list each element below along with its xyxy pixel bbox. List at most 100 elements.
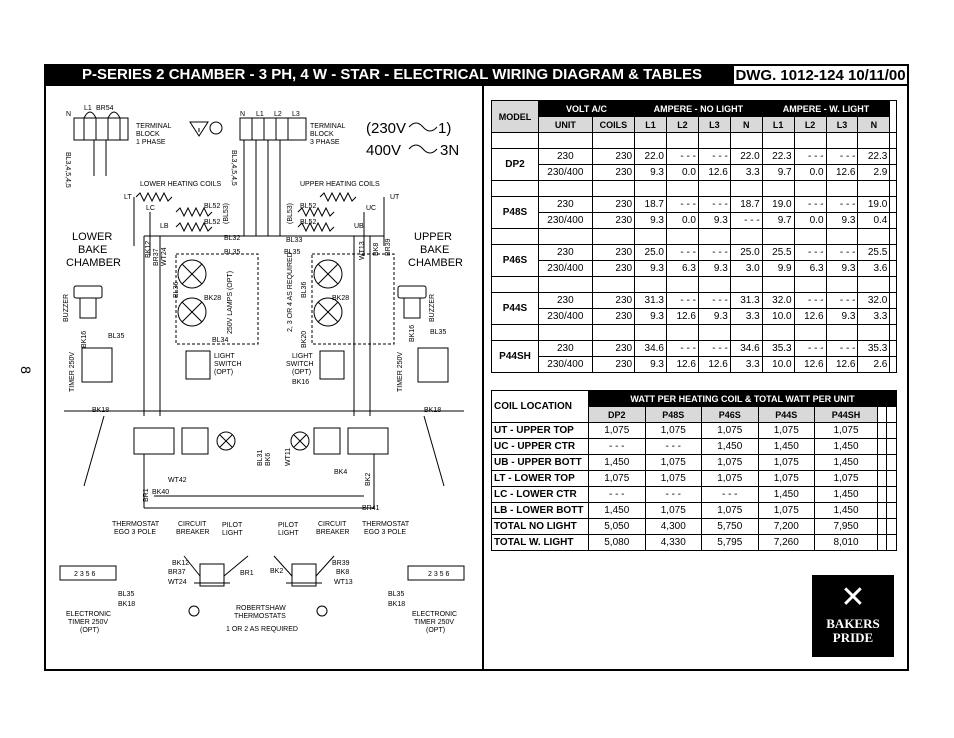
upper-buzzer xyxy=(397,285,427,299)
coil-location-label: UT - UPPER TOP xyxy=(491,422,589,439)
lower-pilot-light xyxy=(216,431,236,451)
wire-bl33: BL33 xyxy=(286,237,302,244)
wire-wt24: WT24 xyxy=(161,247,168,266)
coil-lc: LC xyxy=(146,205,155,212)
ampere-cell: 31.3 xyxy=(634,292,667,309)
watt-cell: 8,010 xyxy=(813,534,879,551)
coil-uc: UC xyxy=(366,205,376,212)
spacer-cell xyxy=(591,276,636,293)
watt-cell: - - - xyxy=(588,486,646,503)
watt-cell: 5,750 xyxy=(701,518,759,535)
spacer-cell xyxy=(491,324,539,341)
upper-bake-2: BAKE xyxy=(420,244,449,256)
ampere-cell: 230 xyxy=(591,356,636,373)
wire-bl52-a: BL52 xyxy=(204,203,220,210)
spacer-cell xyxy=(729,132,763,149)
coil-ub: UB xyxy=(354,223,364,230)
upper-timer xyxy=(417,347,449,383)
ampere-cell: 12.6 xyxy=(697,164,731,181)
pilot-r-2: LIGHT xyxy=(278,530,299,537)
ampere-cell: 31.3 xyxy=(729,292,763,309)
lower-buzzer xyxy=(73,285,103,299)
ampere-cell: - - - xyxy=(666,340,699,357)
ampere-cell: 230/400 xyxy=(538,356,593,373)
voltage-230: (230V xyxy=(366,120,406,137)
drawing-title: P-SERIES 2 CHAMBER - 3 PH, 4 W - STAR - … xyxy=(44,64,732,86)
label-l2-right: L2 xyxy=(274,111,282,118)
label-n-right: N xyxy=(240,111,245,118)
subheader-7: L2 xyxy=(793,116,827,133)
ampere-cell: 9.3 xyxy=(697,308,731,325)
spacer-cell xyxy=(697,276,731,293)
ampere-cell: 230 xyxy=(591,260,636,277)
spacer-cell xyxy=(889,132,897,149)
spacer-cell xyxy=(729,228,763,245)
etimer-r-1: ELECTRONIC xyxy=(412,611,457,618)
wire-bl35-c: BL35 xyxy=(108,333,124,340)
spacer-cell xyxy=(666,324,699,341)
spare-cell xyxy=(877,534,888,551)
spacer-cell xyxy=(889,276,897,293)
ampere-cell: 2.6 xyxy=(857,356,891,373)
timer-pins-l: 2 3 5 6 xyxy=(74,571,96,578)
ampere-cell: 6.3 xyxy=(793,260,827,277)
header-volt: VOLT A/C xyxy=(537,100,636,117)
ampere-cell: 3.6 xyxy=(857,260,891,277)
ampere-cell: - - - xyxy=(793,148,827,165)
terminal-block-3-phase xyxy=(239,117,307,141)
ampere-cell: 12.6 xyxy=(825,164,859,181)
pilot-l-2: LIGHT xyxy=(222,530,243,537)
lower-bottom-coil xyxy=(175,221,213,233)
ls-r-2: SWITCH xyxy=(286,361,314,368)
watt-cell: 1,450 xyxy=(813,438,879,455)
ampere-cell: 12.6 xyxy=(666,356,699,373)
watt-cell: 1,450 xyxy=(757,486,815,503)
subheader-3: L2 xyxy=(666,116,699,133)
tb1-line2: BLOCK xyxy=(136,131,160,138)
robertshaw-thermostat-right xyxy=(291,563,317,587)
watt-cell: - - - xyxy=(701,486,759,503)
ampere-cell: 230/400 xyxy=(538,308,593,325)
upper-lamp-2 xyxy=(313,297,343,327)
lower-light-switch xyxy=(185,350,211,380)
header-w-light: AMPERE - W. LIGHT xyxy=(761,100,891,117)
wire-bk40: BK40 xyxy=(152,489,169,496)
ampere-cell: - - - xyxy=(697,244,731,261)
ampere-cell: 230/400 xyxy=(538,260,593,277)
ls-r-3: (OPT) xyxy=(292,369,311,376)
spacer-cell xyxy=(889,180,897,197)
tb3-line1: TERMINAL xyxy=(310,123,346,130)
wire-bk18-c: BK18 xyxy=(118,601,135,608)
wire-bk4: BK4 xyxy=(334,469,347,476)
spare-cell xyxy=(877,406,888,423)
wire-bl35-a: BL35 xyxy=(224,249,240,256)
spacer-cell xyxy=(857,276,891,293)
ampere-cell: 3.3 xyxy=(729,308,763,325)
wire-wt13-b: WT13 xyxy=(334,579,353,586)
watt-cell: 1,075 xyxy=(757,454,815,471)
spacer-cell xyxy=(761,228,795,245)
ampere-spacer-row xyxy=(491,228,897,245)
spare-cell xyxy=(889,196,897,213)
ampere-cell: 230 xyxy=(538,292,593,309)
ls-l-2: SWITCH xyxy=(214,361,242,368)
ampere-cell: - - - xyxy=(825,148,859,165)
coil-location-label: UB - UPPER BOTT xyxy=(491,454,589,471)
watt-cell: 1,075 xyxy=(644,454,702,471)
spacer-cell xyxy=(634,324,667,341)
spacer-cell xyxy=(591,132,636,149)
upper-coils-label: UPPER HEATING COILS xyxy=(300,181,380,188)
spacer-cell xyxy=(634,132,667,149)
watt-cell: 1,450 xyxy=(701,438,759,455)
spacer-cell xyxy=(538,228,593,245)
model-name: P44SH xyxy=(491,340,539,373)
ampere-cell: - - - xyxy=(666,148,699,165)
page-number: 8 xyxy=(17,366,34,374)
ampere-cell: 25.0 xyxy=(729,244,763,261)
ampere-cell: 25.5 xyxy=(857,244,891,261)
therm-r-1: THERMOSTAT xyxy=(362,521,410,528)
